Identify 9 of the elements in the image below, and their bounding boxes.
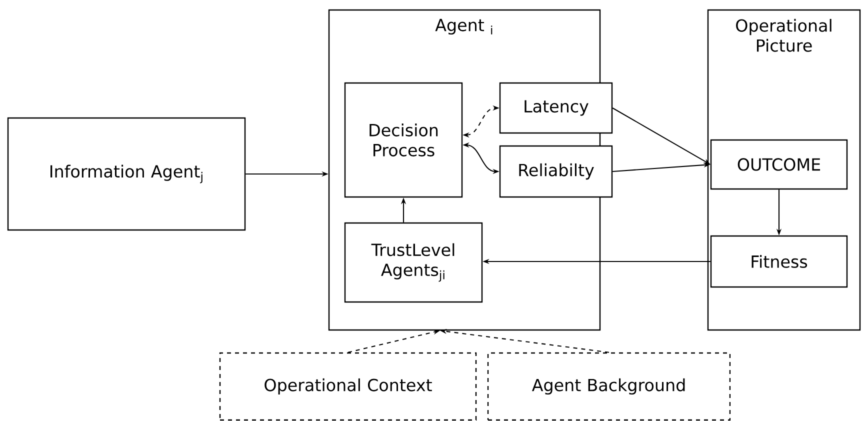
process-box: Reliabilty [499,145,613,198]
process-box: TrustLevel Agents$_{ji}$ [344,222,483,303]
process-box: Latency [499,82,613,134]
process-box: OUTCOME [710,139,848,190]
input-box: Operational Context [219,352,477,421]
process-box: Fitness [710,235,848,288]
process-box: Decision Process [344,82,463,198]
input-box: Agent Background [487,352,731,421]
process-box: Information Agent$_{j}$ [7,117,246,231]
